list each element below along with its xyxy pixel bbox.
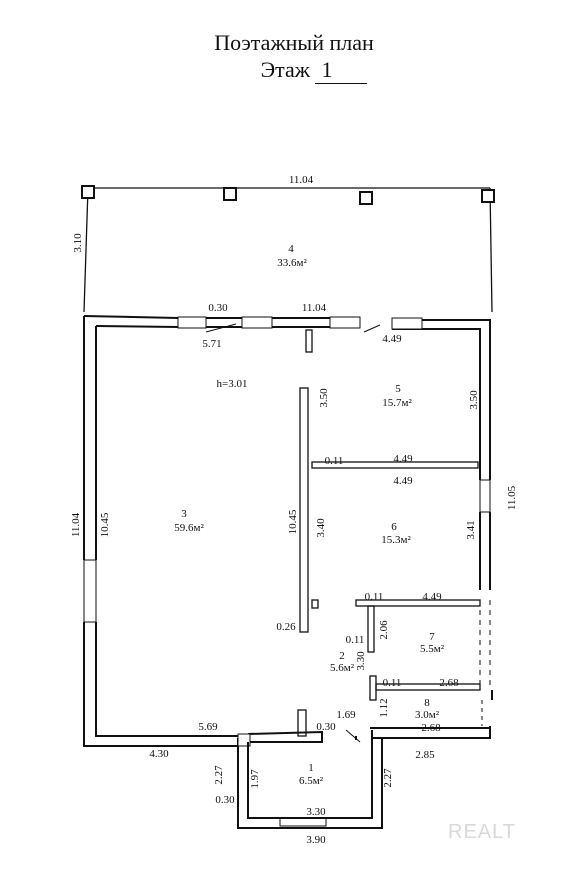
watermark-logo: REALT (448, 821, 516, 843)
room-6-area: 15.3м² (381, 534, 411, 546)
floor-label-row: Этаж 1 (20, 57, 588, 84)
dim-r6-height: 3.40 (315, 518, 327, 538)
dim-right-outer: 11.05 (506, 485, 518, 510)
interior-walls (297, 329, 481, 737)
dim-wall-thick-1: 0.11 (325, 455, 344, 467)
ceiling-height: h=3.01 (217, 378, 248, 390)
room-2-number: 2 (339, 650, 345, 662)
dim-vest-thick: 0.30 (215, 794, 235, 806)
room-7-area: 5.5м² (420, 643, 445, 655)
window-top-2 (241, 316, 273, 329)
dim-left-outer: 11.04 (70, 512, 82, 537)
dimension-lines (205, 323, 381, 743)
dim-r8-width-lower: 2.68 (421, 722, 441, 734)
dim-vest-right: 2.27 (382, 768, 394, 788)
column-4 (481, 189, 495, 203)
room-7-number: 7 (429, 631, 435, 643)
wall-r5-r6 (311, 461, 479, 469)
room-1-number: 1 (308, 762, 314, 774)
window-left (83, 559, 97, 623)
dim-r6-right: 3.41 (465, 520, 477, 539)
window-vestibule (279, 817, 327, 827)
dim-partition-gap: 0.30 (208, 302, 228, 314)
dim-r5-height: 3.50 (318, 388, 330, 408)
dim-wall-thick-3: 0.11 (346, 634, 365, 646)
dim-wall-len: 10.45 (287, 509, 299, 534)
windows (83, 316, 491, 827)
dim-terrace-depth: 3.10 (72, 233, 84, 253)
room-4-number: 4 (288, 243, 294, 255)
dim-vest-inner-w: 3.30 (306, 806, 326, 818)
room-2-area: 5.6м² (330, 662, 355, 674)
room-3-number: 3 (181, 508, 187, 520)
room-3-area: 59.6м² (174, 522, 204, 534)
window-top-3 (329, 316, 361, 329)
long-wall (299, 387, 309, 633)
room-5-area: 15.7м² (382, 397, 412, 409)
dim-wall-thick-4: 0.11 (383, 677, 402, 689)
terrace-outline (81, 185, 495, 313)
dim-wall-end: 0.26 (276, 621, 296, 633)
dim-wall-thick-2: 0.11 (365, 591, 384, 603)
wall-r6-r7 (355, 599, 481, 607)
dim-r5-right: 3.50 (468, 390, 480, 410)
dim-r8-width: 2.68 (439, 677, 459, 689)
room-6-number: 6 (391, 521, 397, 533)
dim-bottom-left: 4.30 (149, 748, 169, 760)
dim-r7-width: 4.49 (422, 591, 442, 603)
dim-vest-left-outer: 2.27 (213, 765, 225, 785)
dim-top-width: 11.04 (289, 174, 314, 186)
dim-mid-width: 11.04 (302, 302, 327, 314)
dim-bottom-gap: 0.30 (316, 721, 336, 733)
dim-right-bottom: 2.85 (415, 749, 435, 761)
window-top-4 (391, 317, 423, 330)
wall-r2-r8 (369, 675, 377, 701)
column-1 (81, 185, 95, 199)
dim-vest-left-inner: 1.97 (249, 769, 261, 789)
dim-left-seg: 5.71 (202, 338, 221, 350)
room-1-area: 6.5м² (299, 775, 324, 787)
vestibule (237, 738, 383, 829)
room-4-area: 33.6м² (277, 257, 307, 269)
column-3 (359, 191, 373, 205)
wall-r2-r7 (367, 605, 375, 653)
wall-stub-top (305, 329, 313, 353)
floor-number: 1 (315, 57, 368, 84)
dim-r7-height: 2.06 (378, 620, 390, 640)
dim-left-inner: 10.45 (99, 512, 111, 537)
room-5-number: 5 (395, 383, 401, 395)
dim-bottom-mid: 5.69 (198, 721, 218, 733)
exterior-walls (83, 315, 493, 747)
window-top-1 (177, 316, 207, 329)
dim-r5-width: 4.49 (393, 453, 413, 465)
dim-right-seg: 4.49 (382, 333, 402, 345)
room-8-number: 8 (424, 697, 430, 709)
dim-bottom-gap2: 1.69 (336, 709, 356, 721)
room-8-area: 3.0м² (415, 709, 440, 721)
dim-r6-width: 4.49 (393, 475, 413, 487)
window-right-1 (479, 479, 491, 513)
dim-r2-height: 3.30 (355, 651, 367, 671)
dim-r8-gap: 1.12 (378, 698, 390, 717)
floor-label: Этаж (260, 57, 310, 82)
dim-vest-outer-w: 3.90 (306, 834, 326, 846)
plan-title: Поэтажный план (214, 30, 374, 55)
wall-stub-bottom (297, 709, 307, 737)
wall-stub-mid (311, 599, 319, 609)
column-2 (223, 187, 237, 201)
